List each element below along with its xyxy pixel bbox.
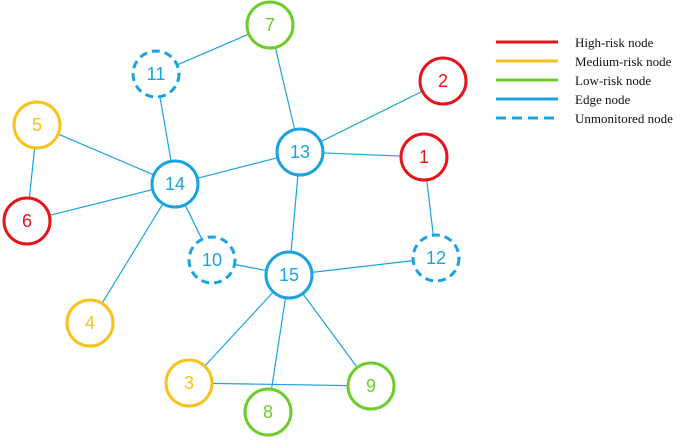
legend-label: High-risk node [575,35,654,50]
edge-13-15 [290,174,299,253]
edge-15-9 [302,293,358,368]
node-4: 4 [65,298,115,348]
node-label: 14 [165,174,185,194]
node-label: 6 [22,211,32,231]
edge-7-13 [274,47,296,130]
node-10: 10 [187,235,237,285]
node-8: 8 [243,387,293,437]
edge-12-1 [426,179,434,236]
node-circle [2,196,52,246]
node-11: 11 [131,49,181,99]
legend-label: Edge node [575,92,630,107]
node-circle [131,49,181,99]
node-label: 4 [85,313,95,333]
edge-5-14 [57,133,155,176]
edge-6-14 [49,188,153,217]
node-label: 13 [290,142,310,162]
legend-item-unmonitored: Unmonitored node [496,111,673,126]
node-label: 10 [202,250,222,270]
edge-2-13 [320,90,423,143]
node-circle [65,298,115,348]
node-circle [187,235,237,285]
node-label: 15 [279,265,299,285]
edge-10-15 [234,263,267,272]
edge-13-14 [197,157,278,179]
node-label: 2 [438,71,448,91]
node-label: 5 [32,115,42,135]
legend-item-edge: Edge node [496,92,630,107]
node-circle [164,358,214,408]
node-circle [245,0,295,50]
edge-15-8 [270,297,287,390]
node-3: 3 [164,358,214,408]
node-7: 7 [245,0,295,50]
node-circle [243,387,293,437]
edge-14-10 [184,204,203,240]
node-5: 5 [12,100,62,150]
edge-15-12 [311,260,414,273]
node-circle [264,250,314,300]
node-circle [411,233,461,283]
node-label: 8 [263,402,273,422]
node-13: 13 [275,127,325,177]
edge-15-3 [204,291,274,367]
node-label: 7 [265,15,275,35]
legend-label: Unmonitored node [575,111,673,126]
node-9: 9 [346,361,396,411]
node-circle [12,100,62,150]
node-6: 6 [2,196,52,246]
node-circle [418,56,468,106]
legend-item-medium: Medium-risk node [496,54,672,69]
edge-7-11 [176,33,250,66]
legend-item-high: High-risk node [496,35,654,50]
node-circle [150,159,200,209]
node-15: 15 [264,250,314,300]
node-2: 2 [418,56,468,106]
node-label: 12 [426,248,446,268]
node-14: 14 [150,159,200,209]
edge-13-1 [322,152,402,157]
node-label: 11 [147,64,166,84]
edge-3-9 [211,382,349,387]
node-circle [346,361,396,411]
node-12: 12 [411,233,461,283]
legend-label: Low-risk node [575,73,651,88]
node-label: 1 [419,147,429,167]
legend-label: Medium-risk node [575,54,672,69]
edge-14-4 [101,203,164,304]
legend-item-low: Low-risk node [496,73,651,88]
edge-5-6 [28,147,36,199]
node-circle [275,127,325,177]
edges-layer [28,33,434,390]
node-1: 1 [399,132,449,182]
node-label: 9 [366,376,376,396]
edge-11-14 [159,96,172,162]
node-label: 3 [184,373,194,393]
node-circle [399,132,449,182]
